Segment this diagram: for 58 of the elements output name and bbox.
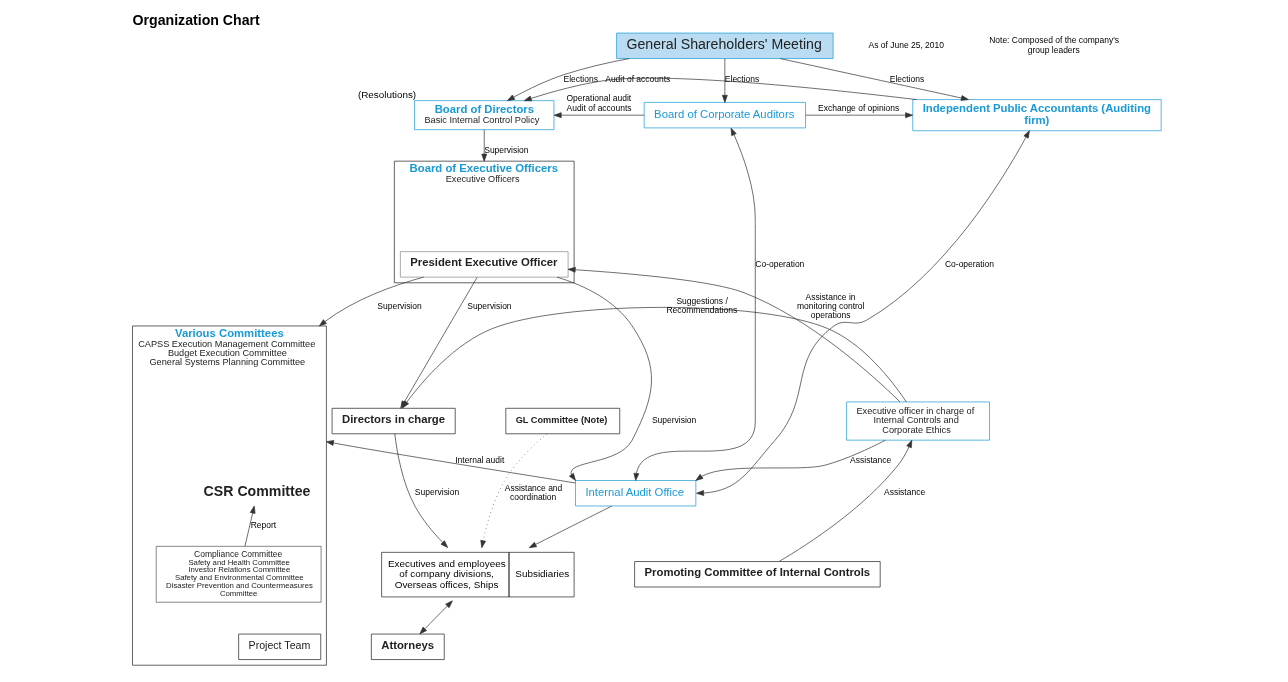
diagram-title: Organization Chart <box>132 11 260 28</box>
edge-label: Report <box>250 520 277 531</box>
edge-label: Supervision <box>651 415 697 426</box>
arrow <box>779 58 969 101</box>
arrow <box>480 433 548 549</box>
edge-label: Supervision <box>467 300 512 311</box>
arrow <box>244 505 256 547</box>
node-label: (Resolutions) <box>357 88 417 100</box>
arrow <box>394 433 449 548</box>
node-box: Promoting Committee of Internal Controls <box>634 561 881 588</box>
node-box: GL Committee (Note) <box>505 407 621 435</box>
arrow <box>553 112 645 118</box>
node-box: Compliance Committee Safety and Health Committee Investor Relations Committee Safety and Environmental Committee Disaster Prevention and Countermeasures Committee <box>155 545 322 603</box>
arrow <box>507 58 630 101</box>
edge-label: Assistance and coordination <box>504 482 563 503</box>
arrow <box>567 266 901 403</box>
edge-label: Co-operation <box>944 258 995 269</box>
edge-label: Operational audit Audit of accounts <box>566 93 632 113</box>
arrow <box>695 439 886 481</box>
node-box: Directors in charge <box>331 407 456 435</box>
edge-label: Audit of accounts <box>605 73 671 84</box>
arrow <box>805 112 913 118</box>
edge-label: Co-operation <box>755 258 805 269</box>
arrow <box>778 439 913 562</box>
node-box: Attorneys <box>371 633 445 660</box>
label: As of June 25, 2010 <box>868 40 945 50</box>
node-box: Internal Audit Office <box>575 480 697 507</box>
arrow <box>556 276 652 481</box>
edge-label: Elections <box>889 73 925 84</box>
node-box: Executive officer in charge of Internal Controls and Corporate Ethics <box>846 401 990 441</box>
arrow <box>633 127 756 481</box>
edge-label: Supervision <box>377 300 422 311</box>
edge-label: Exchange of opinions <box>818 102 900 113</box>
arrow <box>528 505 613 548</box>
edge-label: Assistance in monitoring control operations <box>797 291 865 320</box>
edge-label: Suggestions / Recommendations <box>666 296 738 316</box>
arrow <box>696 130 1030 496</box>
arrow <box>523 77 917 102</box>
arrow <box>481 129 488 162</box>
edge-label: Internal audit <box>455 454 505 465</box>
arrow <box>318 276 424 327</box>
arrow <box>722 58 728 103</box>
node-box: Board of Directors Basic Internal Control Policy <box>414 100 555 131</box>
arrow <box>326 440 576 484</box>
edge-label: Elections <box>724 73 760 84</box>
label: Note: Composed of the company's group leaders <box>989 35 1120 55</box>
edge-label: Supervision <box>414 487 460 498</box>
edge-label: Supervision <box>484 145 529 156</box>
node-box: Board of Corporate Auditors <box>643 102 806 129</box>
node-box: Project Team <box>238 633 322 660</box>
edge-label: Assistance <box>884 487 926 498</box>
edge-label: Elections <box>563 73 598 84</box>
node-box: General Shareholders' Meeting <box>616 32 834 59</box>
arrow <box>419 600 453 635</box>
node-box: Independent Public Accountants (Auditing firm) <box>912 99 1162 132</box>
edge-label: Assistance <box>850 454 892 465</box>
node-text: CSR Committee <box>203 483 311 500</box>
node-box: President Executive Officer <box>400 251 569 278</box>
